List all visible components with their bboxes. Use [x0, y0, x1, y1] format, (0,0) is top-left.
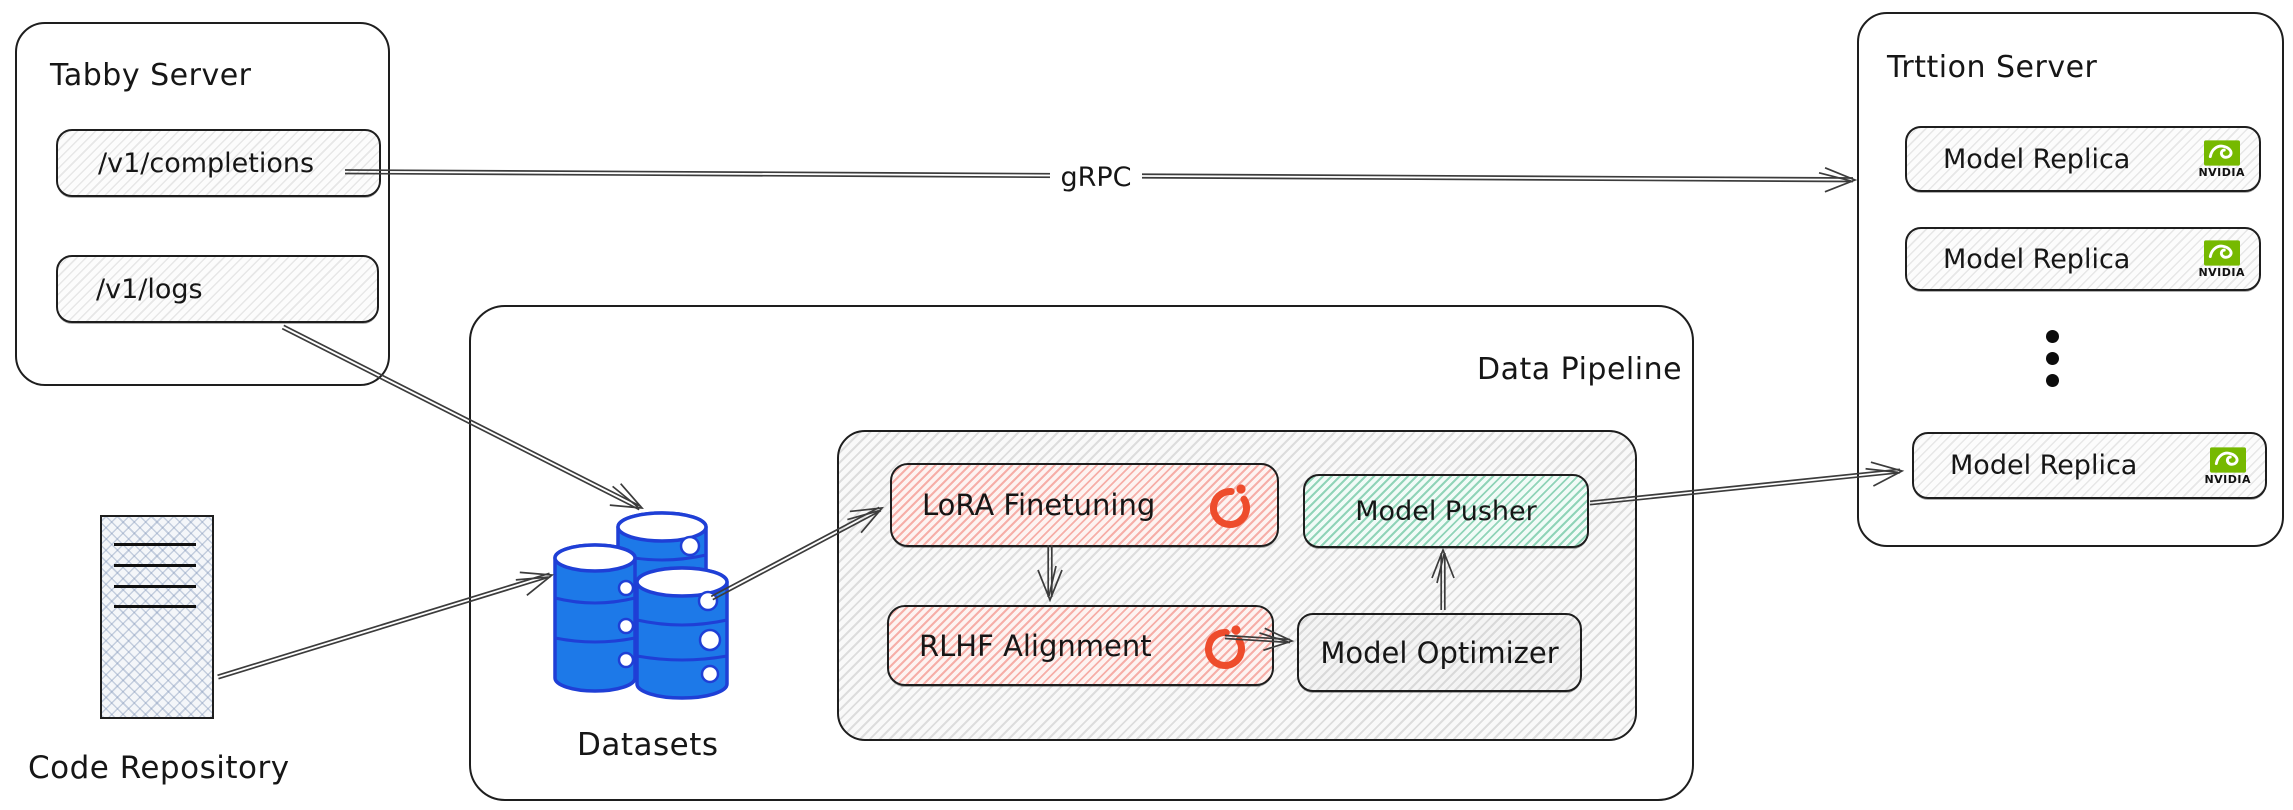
model-replica-label: Model Replica [1943, 243, 2131, 275]
grpc-edge-label: gRPC [1050, 156, 1142, 198]
data-pipeline-title: Data Pipeline [1477, 352, 1683, 387]
pytorch-icon [1210, 484, 1250, 528]
repo-text-line [114, 564, 196, 567]
nvidia-logo: NVIDIA [2198, 240, 2245, 278]
model-replica-label: Model Replica [1943, 143, 2131, 175]
ellipsis-dot [2046, 374, 2059, 387]
nvidia-wordmark: NVIDIA [2198, 266, 2245, 279]
ellipsis-dot [2046, 330, 2059, 343]
code-repository-label: Code Repository [28, 750, 290, 786]
more-replicas-ellipsis [2046, 330, 2059, 387]
stage-model-optimizer: Model Optimizer [1297, 613, 1582, 692]
ellipsis-dot [2046, 352, 2059, 365]
stage-model-pusher-label: Model Pusher [1355, 495, 1537, 527]
stage-model-pusher: Model Pusher [1303, 474, 1589, 548]
repo-text-line [114, 605, 196, 608]
nvidia-logo: NVIDIA [2204, 446, 2251, 486]
repo-text-line [114, 543, 196, 546]
code-repository-icon [100, 515, 214, 719]
model-replica-1: Model Replica NVIDIA [1905, 126, 2261, 192]
model-replica-2: Model Replica NVIDIA [1905, 227, 2261, 291]
stage-model-optimizer-label: Model Optimizer [1320, 635, 1559, 670]
stage-rlhf-alignment-label: RLHF Alignment [919, 628, 1152, 663]
nvidia-eye-icon [2209, 446, 2246, 473]
endpoint-logs-label: /v1/logs [96, 273, 203, 305]
repo-text-line [114, 585, 196, 588]
nvidia-wordmark: NVIDIA [2198, 166, 2245, 179]
nvidia-wordmark: NVIDIA [2204, 472, 2251, 486]
pytorch-icon [1205, 624, 1245, 669]
nvidia-eye-icon [2203, 140, 2240, 166]
datasets-database-icon [553, 511, 729, 700]
tabby-server-title: Tabby Server [50, 58, 252, 93]
triton-server-title: Trttion Server [1887, 50, 2098, 85]
stage-lora-finetuning: LoRA Finetuning [890, 463, 1279, 547]
endpoint-completions-label: /v1/completions [98, 147, 315, 179]
nvidia-eye-icon [2203, 240, 2240, 266]
model-replica-label: Model Replica [1950, 450, 2138, 481]
endpoint-completions: /v1/completions [56, 129, 381, 197]
datasets-label: Datasets [577, 727, 719, 763]
model-replica-3: Model Replica NVIDIA [1912, 432, 2267, 499]
endpoint-logs: /v1/logs [56, 255, 379, 323]
stage-rlhf-alignment: RLHF Alignment [887, 605, 1274, 686]
nvidia-logo: NVIDIA [2198, 140, 2245, 178]
stage-lora-finetuning-label: LoRA Finetuning [922, 488, 1156, 522]
